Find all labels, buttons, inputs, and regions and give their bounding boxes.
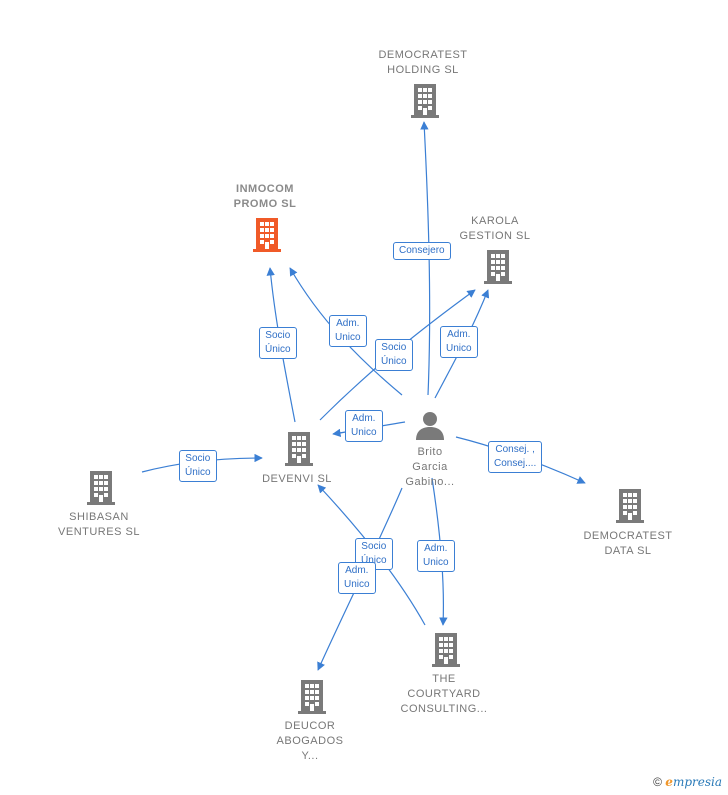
building-icon[interactable]: [87, 471, 115, 505]
building-icon[interactable]: [484, 250, 512, 284]
node-label-deucor[interactable]: DEUCOR ABOGADOS Y...: [276, 720, 344, 762]
edge-label-socio-unico[interactable]: Socio Único: [375, 339, 413, 371]
edge-label-consejero[interactable]: Consejero: [393, 242, 451, 260]
building-icon[interactable]: [253, 218, 281, 252]
node-label-the-courtyard[interactable]: THE COURTYARD CONSULTING...: [400, 673, 488, 715]
building-icon[interactable]: [432, 633, 460, 667]
copyright-icon: ©: [653, 775, 662, 789]
node-label-democratest-holding[interactable]: DEMOCRATEST HOLDING SL: [378, 49, 468, 76]
person-icon[interactable]: [415, 410, 445, 440]
building-icon[interactable]: [285, 432, 313, 466]
empresia-brand: © empresia: [653, 775, 722, 789]
edge-label-socio-unico[interactable]: Socio Único: [179, 450, 217, 482]
node-label-democratest-data[interactable]: DEMOCRATEST DATA SL: [583, 530, 673, 557]
edge-label-adm-unico[interactable]: Adm. Unico: [345, 410, 383, 442]
node-label-shibasan[interactable]: SHIBASAN VENTURES SL: [58, 511, 140, 538]
node-label-inmocom-promo[interactable]: INMOCOM PROMO SL: [233, 183, 297, 210]
edge-label-adm-unico[interactable]: Adm. Unico: [329, 315, 367, 347]
edge-label-adm-unico[interactable]: Adm. Unico: [338, 562, 376, 594]
brand-logo: empresia: [665, 775, 722, 789]
building-icon[interactable]: [411, 84, 439, 118]
building-icon[interactable]: [298, 680, 326, 714]
edge-label-socio-unico[interactable]: Socio Único: [259, 327, 297, 359]
edge-label-adm-unico[interactable]: Adm. Unico: [417, 540, 455, 572]
node-label-karola-gestion[interactable]: KAROLA GESTION SL: [459, 215, 531, 242]
edge-label-consej[interactable]: Consej. , Consej....: [488, 441, 543, 473]
node-label-devenvi[interactable]: DEVENVI SL: [262, 473, 332, 485]
building-icon[interactable]: [616, 489, 644, 523]
node-label-brito[interactable]: Brito Garcia Gabino...: [405, 446, 455, 488]
edge-label-adm-unico[interactable]: Adm. Unico: [440, 326, 478, 358]
